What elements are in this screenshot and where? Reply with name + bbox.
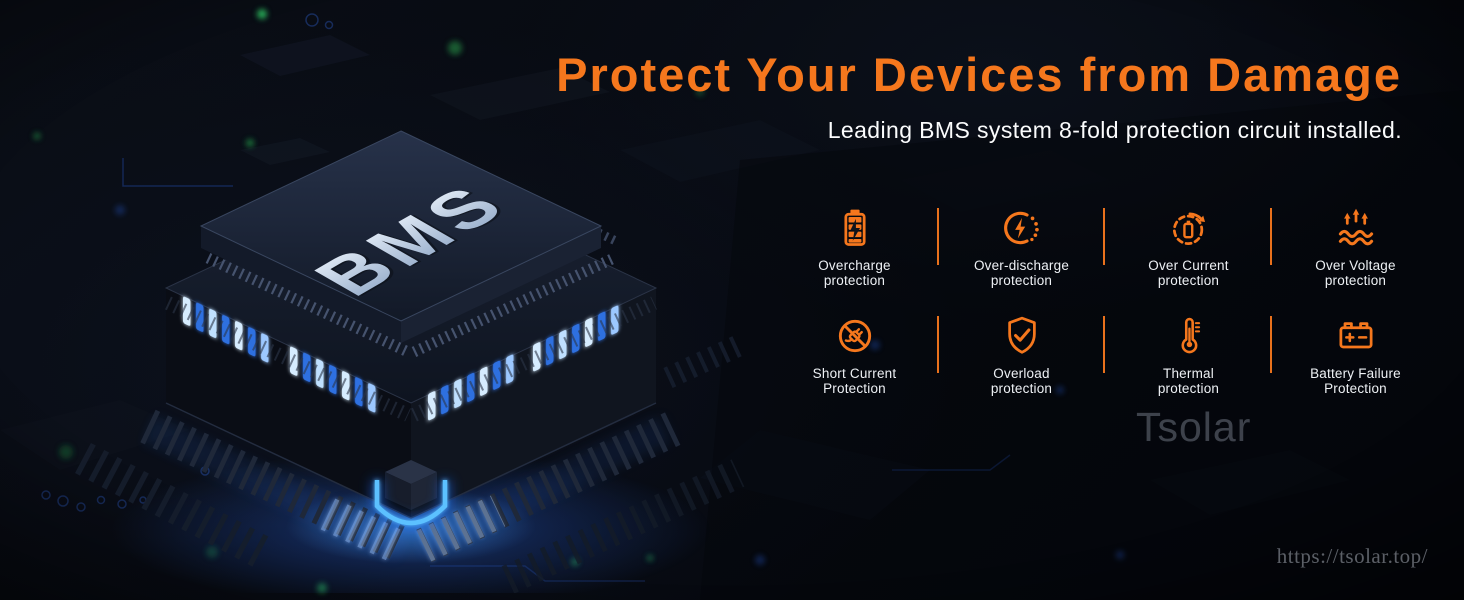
- feature-label: Short Current Protection: [812, 366, 897, 396]
- brand-watermark: Tsolar: [1136, 404, 1252, 450]
- thermometer-icon: [1181, 317, 1200, 354]
- protection-features-grid: Overcharge protection Over-discharge: [771, 203, 1439, 396]
- no-plug-icon: [838, 319, 871, 353]
- feature-divider: [937, 316, 939, 373]
- feature-over-voltage: Over Voltage protection: [1272, 203, 1439, 311]
- feature-label: Overcharge protection: [818, 258, 891, 288]
- voltage-wave-icon: [1338, 208, 1373, 246]
- current-loop-icon: [1172, 212, 1205, 245]
- feature-overcharge: Overcharge protection: [771, 203, 938, 311]
- features-row-2: Short Current Protection Overload protec…: [771, 311, 1439, 396]
- feature-over-current: Over Current protection: [1105, 203, 1272, 311]
- feature-divider: [1103, 208, 1105, 265]
- page-subtitle: Leading BMS system 8-fold protection cir…: [827, 116, 1402, 143]
- feature-battery-failure: Battery Failure Protection: [1272, 311, 1439, 396]
- shield-check-icon: [1007, 316, 1036, 354]
- feature-short-current: Short Current Protection: [771, 311, 938, 396]
- battery-charging-icon: [843, 209, 866, 246]
- feature-label: Overload protection: [990, 366, 1053, 396]
- hero-text: Protect Your Devices from Damage Leading…: [556, 50, 1402, 144]
- feature-divider: [1103, 316, 1105, 373]
- feature-label: Over-discharge protection: [973, 258, 1070, 288]
- feature-label: Battery Failure Protection: [1310, 366, 1401, 396]
- feature-overload: Overload protection: [938, 311, 1105, 396]
- feature-label: Thermal protection: [1157, 366, 1220, 396]
- feature-divider: [1270, 316, 1272, 373]
- website-url[interactable]: https://tsolar.top/: [1276, 544, 1428, 568]
- feature-label: Over Voltage protection: [1315, 258, 1396, 288]
- features-row-1: Overcharge protection Over-discharge: [771, 203, 1439, 311]
- feature-divider: [937, 208, 939, 265]
- page-title: Protect Your Devices from Damage: [556, 48, 1402, 101]
- power-discharge-icon: [1003, 211, 1039, 245]
- bms-chip-illustration: BMS BMS: [75, 130, 748, 593]
- feature-over-discharge: Over-discharge protection: [938, 203, 1105, 311]
- feature-divider: [1270, 208, 1272, 265]
- car-battery-icon: [1339, 322, 1372, 349]
- feature-label: Over Current protection: [1148, 258, 1229, 288]
- feature-thermal: Thermal protection: [1105, 311, 1272, 396]
